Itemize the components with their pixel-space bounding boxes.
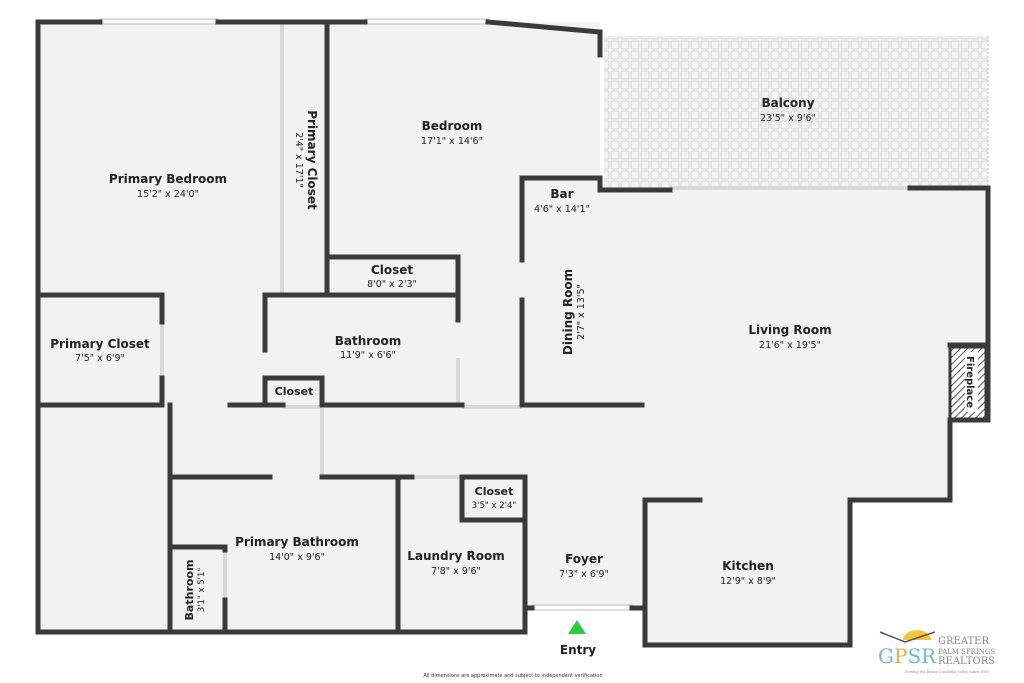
svg-text:Closet: Closet (275, 385, 314, 398)
walls (35, 19, 991, 648)
svg-text:23'5" x 9'6": 23'5" x 9'6" (760, 113, 816, 124)
svg-text:Laundry Room: Laundry Room (407, 549, 505, 563)
room-primary-bathroom: Primary Bathroom 14'0" x 9'6" (235, 535, 359, 563)
svg-text:Balcony: Balcony (761, 96, 814, 110)
room-living-room: Living Room 21'6" x 19'5" (748, 323, 831, 351)
window (364, 18, 489, 25)
svg-text:Closet: Closet (475, 485, 514, 498)
entry-arrow-icon (568, 620, 586, 634)
svg-text:Kitchen: Kitchen (722, 559, 774, 573)
svg-text:Primary Closet: Primary Closet (50, 337, 150, 351)
svg-text:Closet: Closet (371, 263, 413, 277)
svg-text:17'1" x 14'6": 17'1" x 14'6" (421, 136, 483, 147)
entry-door (531, 604, 633, 611)
svg-text:Living Room: Living Room (748, 323, 831, 337)
svg-text:12'9" x 8'9": 12'9" x 8'9" (720, 576, 776, 587)
svg-text:7'8" x 9'6": 7'8" x 9'6" (431, 566, 481, 577)
disclaimer: All dimensions are approximate and subje… (423, 673, 602, 679)
svg-text:11'9" x 6'6": 11'9" x 6'6" (340, 350, 396, 361)
room-dining-room: Dining Room 2'7" x 13'5" (561, 269, 587, 355)
room-bathroom: Bathroom 11'9" x 6'6" (335, 334, 401, 361)
room-foyer: Foyer 7'3" x 6'9" (559, 552, 609, 580)
svg-text:Bathroom: Bathroom (335, 334, 401, 348)
svg-text:Bathroom: Bathroom (183, 560, 196, 621)
room-closet-1: Closet 8'0" x 2'3" (367, 263, 417, 290)
floor-fill (38, 22, 988, 645)
svg-text:Serving the Entire Coachella V: Serving the Entire Coachella Valley Sinc… (905, 670, 989, 674)
svg-text:3'5" x 2'4": 3'5" x 2'4" (472, 501, 517, 511)
room-primary-bedroom: Primary Bedroom 15'2" x 24'0" (109, 172, 227, 200)
svg-text:Fireplace: Fireplace (964, 356, 975, 408)
svg-text:Dining Room: Dining Room (561, 269, 575, 355)
entry-label: Entry (560, 643, 596, 657)
svg-text:Bedroom: Bedroom (422, 119, 483, 133)
svg-text:15'2" x 24'0": 15'2" x 24'0" (137, 189, 199, 200)
room-bar: Bar 4'6" x 14'1" (534, 187, 590, 215)
room-bedroom: Bedroom 17'1" x 14'6" (421, 119, 483, 147)
svg-text:7'5" x 6'9": 7'5" x 6'9" (75, 353, 125, 364)
svg-text:REALTORS: REALTORS (938, 656, 995, 667)
room-closet-2: Closet 3'5" x 2'4" (472, 485, 517, 511)
svg-text:Primary Bathroom: Primary Bathroom (235, 535, 359, 549)
room-bathroom-small: Bathroom 3'1" x 5'1" (183, 560, 207, 621)
svg-text:21'6" x 19'5": 21'6" x 19'5" (759, 340, 821, 351)
svg-text:Primary Bedroom: Primary Bedroom (109, 172, 227, 186)
svg-text:4'6" x 14'1": 4'6" x 14'1" (534, 204, 590, 215)
room-fireplace: Fireplace (964, 352, 978, 412)
svg-text:2'4" x 17'1": 2'4" x 17'1" (293, 132, 304, 188)
room-primary-closet-tall: Primary Closet 2'4" x 17'1" (293, 110, 319, 210)
svg-text:Foyer: Foyer (565, 552, 603, 566)
svg-text:Bar: Bar (550, 187, 573, 201)
svg-text:8'0" x 2'3": 8'0" x 2'3" (367, 279, 417, 290)
balcony-area (604, 36, 988, 188)
room-balcony: Balcony 23'5" x 9'6" (760, 96, 816, 124)
light-walls (99, 18, 989, 611)
svg-text:GPSR: GPSR (878, 644, 937, 668)
room-kitchen: Kitchen 12'9" x 8'9" (720, 559, 776, 587)
room-closet-small: Closet (275, 385, 314, 398)
svg-text:14'0" x 9'6": 14'0" x 9'6" (269, 552, 325, 563)
svg-text:Primary Closet: Primary Closet (305, 110, 319, 210)
room-laundry-room: Laundry Room 7'8" x 9'6" (407, 549, 505, 577)
window (99, 18, 219, 25)
room-primary-closet: Primary Closet 7'5" x 6'9" (50, 337, 150, 364)
svg-text:2'7" x 13'5": 2'7" x 13'5" (576, 284, 587, 340)
svg-text:PALM SPRINGS: PALM SPRINGS (938, 648, 995, 656)
svg-text:3'1" x 5'1": 3'1" x 5'1" (197, 568, 207, 613)
svg-text:7'3" x 6'9": 7'3" x 6'9" (559, 569, 609, 580)
svg-text:GREATER: GREATER (938, 636, 989, 647)
gpsr-logo: GPSR GREATER PALM SPRINGS REALTORS Servi… (878, 630, 995, 674)
